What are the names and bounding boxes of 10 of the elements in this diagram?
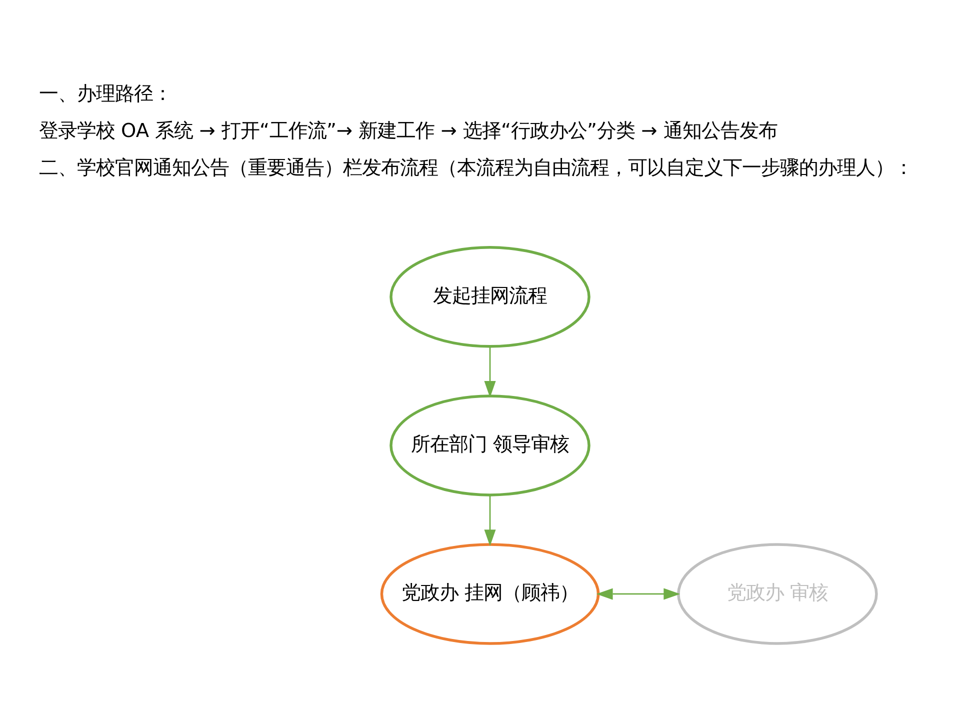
arrow	[484, 346, 496, 398]
label: 登录学校 OA 系统 → 打开“工作流”→ 新建工作 → 选择“行政办公”分类 → 通知公告发布	[38, 118, 778, 142]
label: 二、学校官网通知公告（重要通告）栏发布流程（本流程为自由流程，可以自定义下一步骤的办理人）：	[38, 156, 913, 179]
label: 一、办理路径：	[38, 81, 172, 104]
node-ellipse: 发起挂网流程	[390, 246, 590, 348]
node-ellipse: 所在部门 领导审核	[390, 394, 590, 496]
arrow	[484, 494, 496, 546]
node-ellipse: 党政办 审核	[677, 542, 878, 644]
arrow	[596, 588, 680, 600]
node-ellipse: 党政办 挂网（顾祎）	[380, 542, 600, 644]
